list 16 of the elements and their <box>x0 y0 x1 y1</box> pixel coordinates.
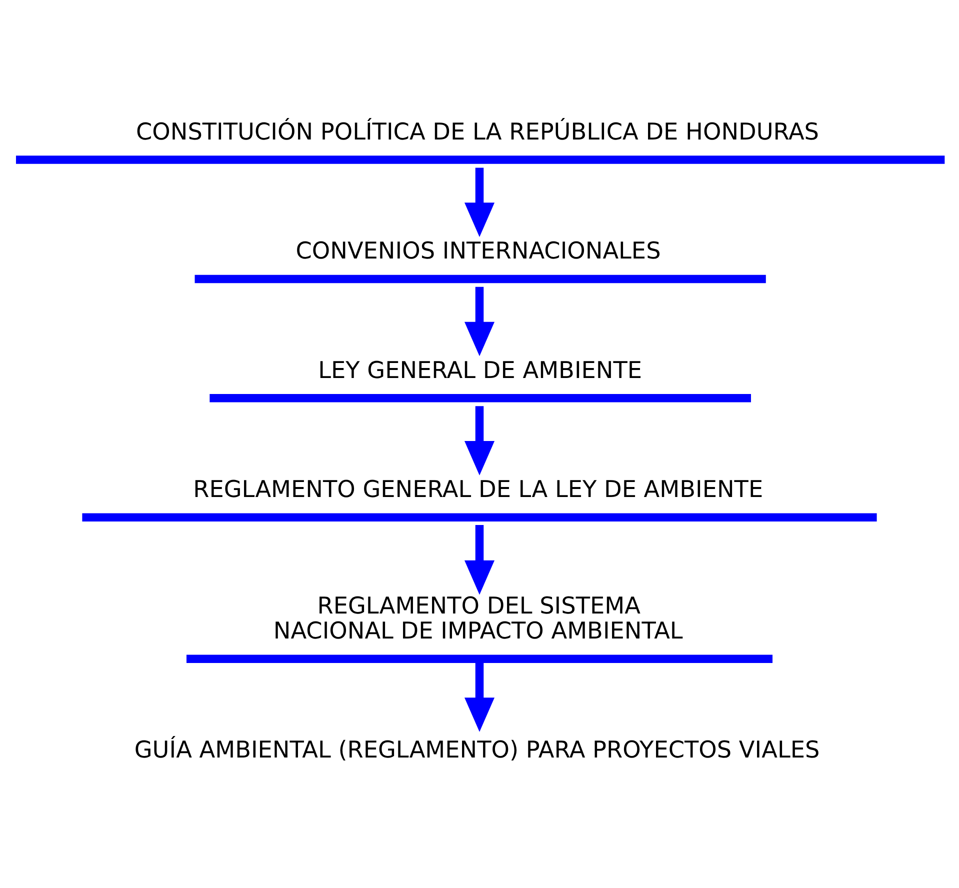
arrow <box>464 662 495 732</box>
arrow <box>464 524 495 594</box>
arrow <box>464 167 495 236</box>
node-label: CONSTITUCIÓN POLÍTICA DE LA REPÚBLICA DE HONDURAS <box>136 118 819 145</box>
node-box <box>186 654 772 663</box>
node-text: GUÍA AMBIENTAL (REGLAMENTO) PARA PROYECTOS VIALES <box>134 736 820 764</box>
node-box <box>210 394 751 402</box>
node-box <box>82 512 877 521</box>
node-label: CONVENIOS INTERNACIONALES <box>296 237 661 264</box>
node-box <box>16 155 945 164</box>
node-label: LEY GENERAL DE AMBIENTE <box>318 356 642 384</box>
node-label: REGLAMENTO DEL SISTEMA NACIONAL DE IMPACTO AMBIENTAL <box>273 592 683 644</box>
arrow <box>464 406 495 475</box>
node-box <box>194 274 766 283</box>
node-label: REGLAMENTO GENERAL DE LA LEY DE AMBIENTE <box>193 475 764 502</box>
arrow <box>464 286 495 356</box>
